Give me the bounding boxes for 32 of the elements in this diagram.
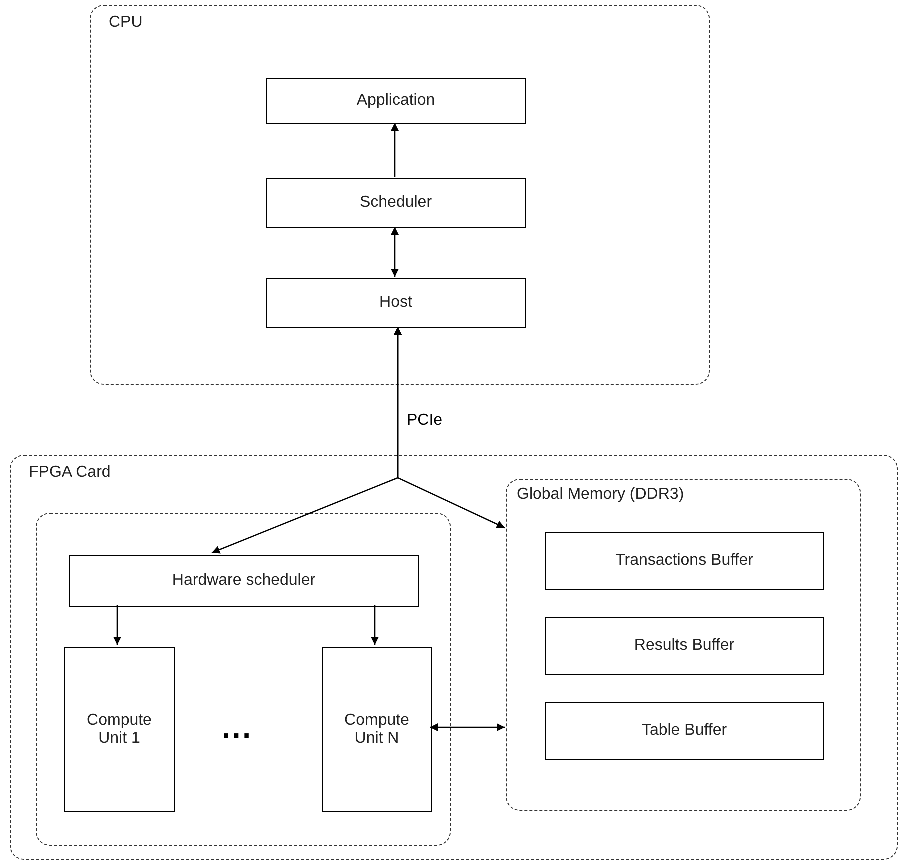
- dashed-group-container: [36, 513, 451, 846]
- box-label: Table Buffer: [642, 722, 728, 740]
- process-box: [545, 702, 824, 760]
- process-box: [266, 78, 526, 124]
- process-box: [322, 647, 432, 812]
- arrow: [391, 227, 399, 277]
- process-box: [266, 178, 526, 228]
- group-title: CPU: [109, 14, 143, 32]
- dashed-group-container: [90, 5, 710, 385]
- arrow: [430, 724, 505, 732]
- ellipsis-text: ...: [222, 712, 254, 746]
- dashed-group-container: [10, 455, 898, 860]
- process-box: [545, 532, 824, 590]
- process-box: [545, 617, 824, 675]
- process-box: [69, 555, 419, 607]
- box-label: Host: [380, 294, 412, 312]
- arrow: [394, 327, 506, 529]
- group-title: FPGA Card: [29, 464, 111, 482]
- dashed-group-container: [506, 479, 861, 811]
- box-label: Hardware scheduler: [172, 572, 316, 590]
- arrow: [114, 605, 122, 645]
- process-box: [64, 647, 175, 812]
- box-label: Compute Unit 1: [86, 712, 153, 748]
- box-label: Transactions Buffer: [616, 552, 754, 570]
- arrow: [391, 123, 399, 177]
- process-box: [266, 278, 526, 328]
- box-label: Compute Unit N: [344, 712, 410, 748]
- box-label: Application: [356, 92, 436, 110]
- group-title: Global Memory (DDR3): [517, 486, 684, 504]
- box-label: Scheduler: [360, 194, 432, 212]
- box-label: Results Buffer: [634, 637, 735, 655]
- arrow: [371, 605, 379, 645]
